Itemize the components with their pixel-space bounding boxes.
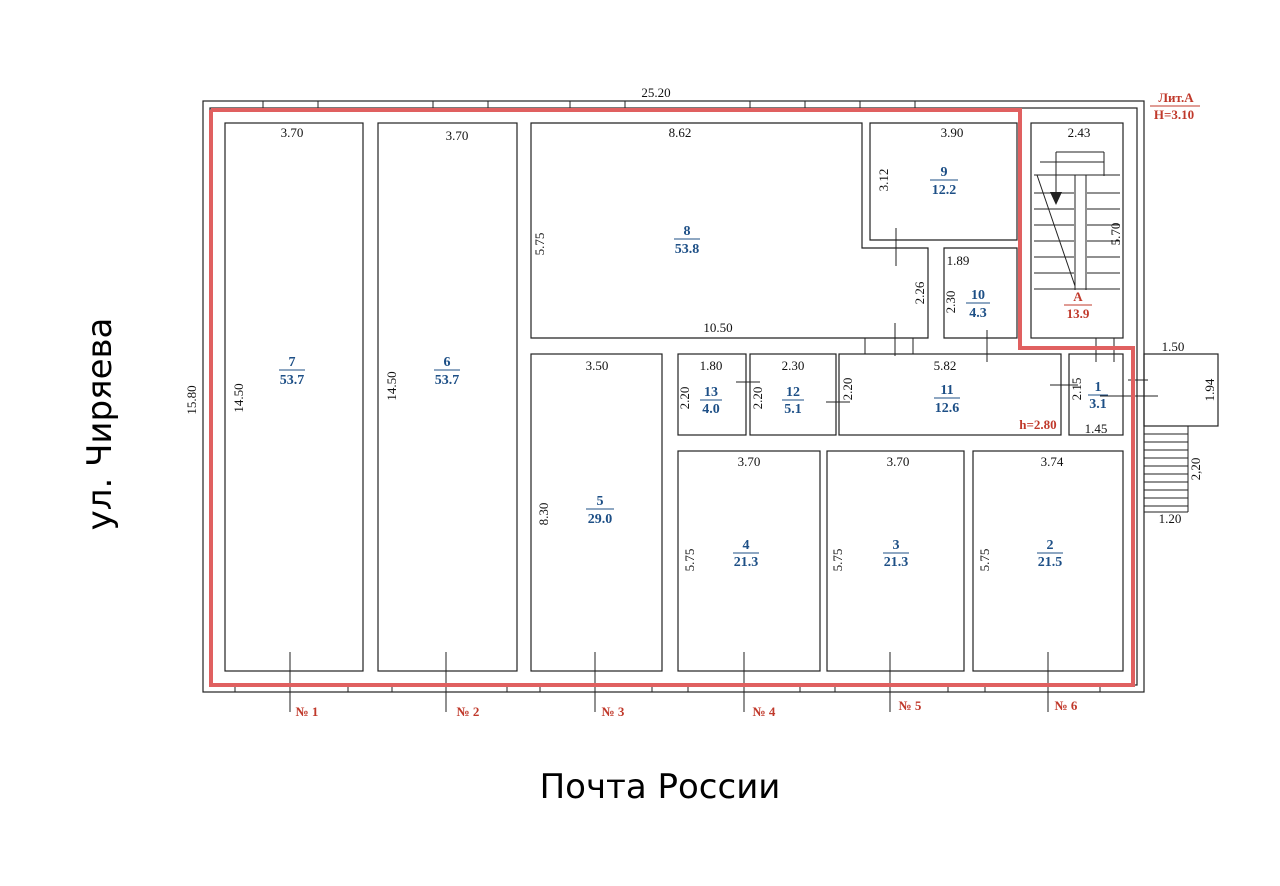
room-2-width: 3.74 (1041, 454, 1064, 469)
room-7-width: 3.70 (281, 125, 304, 140)
room-6 (377, 122, 518, 672)
room-7-area: 53.7 (280, 373, 305, 388)
room-2-area: 21.5 (1038, 555, 1063, 570)
room-13 (677, 353, 747, 436)
outer-wall (202, 100, 1145, 693)
room-6-area: 53.7 (435, 373, 460, 388)
room-9-number: 9 (941, 165, 948, 180)
room-11-width: 5.82 (934, 358, 957, 373)
room-7 (224, 122, 364, 672)
porch-top-width: 1.50 (1162, 339, 1185, 354)
room-10-height: 2.30 (943, 291, 958, 314)
room-8-height: 5.75 (532, 233, 547, 256)
room-5-number: 5 (597, 494, 604, 509)
room-13-number: 13 (704, 385, 718, 400)
window-label-4: № 4 (753, 704, 776, 719)
room-12-number: 12 (786, 385, 800, 400)
room-8-number: 8 (684, 224, 691, 239)
room-1-width: 1.45 (1085, 421, 1108, 436)
room-3-area: 21.3 (884, 555, 909, 570)
room-12-area: 5.1 (784, 402, 802, 417)
room-13-width: 1.80 (700, 358, 723, 373)
room-5 (530, 353, 663, 672)
room-10-width: 1.89 (947, 253, 970, 268)
room-10-height-2: 2.26 (912, 281, 927, 304)
room-13-area: 4.0 (702, 402, 720, 417)
door-ticks (736, 228, 1158, 403)
litera-label: Лит.А (1158, 90, 1194, 105)
overall-width: 25.20 (641, 85, 670, 100)
room-8 (530, 122, 929, 339)
room-5-width: 3.50 (586, 358, 609, 373)
room-7-number: 7 (289, 355, 296, 370)
porch-bottom-width: 1.20 (1159, 511, 1182, 526)
inner-height-label: h=2.80 (1019, 417, 1056, 432)
room-a-area: 13.9 (1067, 306, 1090, 321)
room-4-number: 4 (743, 538, 750, 553)
room-2-number: 2 (1047, 538, 1054, 553)
room-10 (943, 247, 1018, 339)
room-12-width: 2.30 (782, 358, 805, 373)
room-11-height: 2.20 (840, 378, 855, 401)
street-bottom-label: Почта России (540, 767, 781, 807)
room-9 (869, 122, 1018, 241)
room-12-height: 2.20 (750, 387, 765, 410)
room-1-area: 3.1 (1089, 397, 1107, 412)
window-label-1: № 1 (296, 704, 319, 719)
room-13-height: 2.20 (677, 387, 692, 410)
room-5-height: 8.30 (536, 503, 551, 526)
entrance-porch (1143, 353, 1219, 513)
room-5-area: 29.0 (588, 512, 613, 527)
room-10-area: 4.3 (969, 306, 987, 321)
outer-wall-inner (209, 107, 1138, 686)
room-4 (677, 450, 821, 672)
window-label-3: № 3 (602, 704, 625, 719)
room-a-width: 2.43 (1068, 125, 1091, 140)
room-9-area: 12.2 (932, 183, 957, 198)
room-a-number: A (1073, 289, 1083, 304)
room-8-area: 53.8 (675, 242, 700, 257)
porch-side-height: 1.94 (1202, 378, 1217, 401)
room-6-number: 6 (444, 355, 451, 370)
room-4-area: 21.3 (734, 555, 759, 570)
room-7-height: 14.50 (231, 383, 246, 412)
room-10-number: 10 (971, 288, 985, 303)
porch-stair-height: 2,20 (1188, 458, 1203, 481)
room-11-area: 12.6 (935, 401, 960, 416)
room-12 (749, 353, 837, 436)
room-8-width: 8.62 (669, 125, 692, 140)
window-label-5: № 5 (899, 698, 922, 713)
room-3 (826, 450, 965, 672)
window-label-6: № 6 (1055, 698, 1078, 713)
room-6-height: 14.50 (384, 371, 399, 400)
overall-height: 15.80 (184, 385, 199, 414)
room-3-width: 3.70 (887, 454, 910, 469)
room-2-height: 5.75 (977, 549, 992, 572)
room-3-height: 5.75 (830, 549, 845, 572)
room-1-height: 2.15 (1069, 378, 1084, 401)
room-4-height: 5.75 (682, 549, 697, 572)
room-9-height: 3.12 (876, 169, 891, 192)
room-1-number: 1 (1095, 380, 1102, 395)
street-left-label: ул. Чиряева (80, 318, 120, 531)
boundary-outline (209, 108, 1135, 687)
room-8-width-2: 10.50 (703, 320, 732, 335)
window-lines (289, 652, 1049, 712)
window-label-2: № 2 (457, 704, 480, 719)
room-9-width: 3.90 (941, 125, 964, 140)
room-6-width: 3.70 (446, 128, 469, 143)
room-4-width: 3.70 (738, 454, 761, 469)
room-a-height: 5.70 (1108, 223, 1123, 246)
room-11 (838, 353, 1062, 436)
staircase-drawing (1034, 151, 1120, 290)
height-label: H=3.10 (1154, 107, 1194, 122)
room-11-number: 11 (940, 383, 953, 398)
room-3-number: 3 (893, 538, 900, 553)
room-a-stair (1030, 122, 1124, 339)
